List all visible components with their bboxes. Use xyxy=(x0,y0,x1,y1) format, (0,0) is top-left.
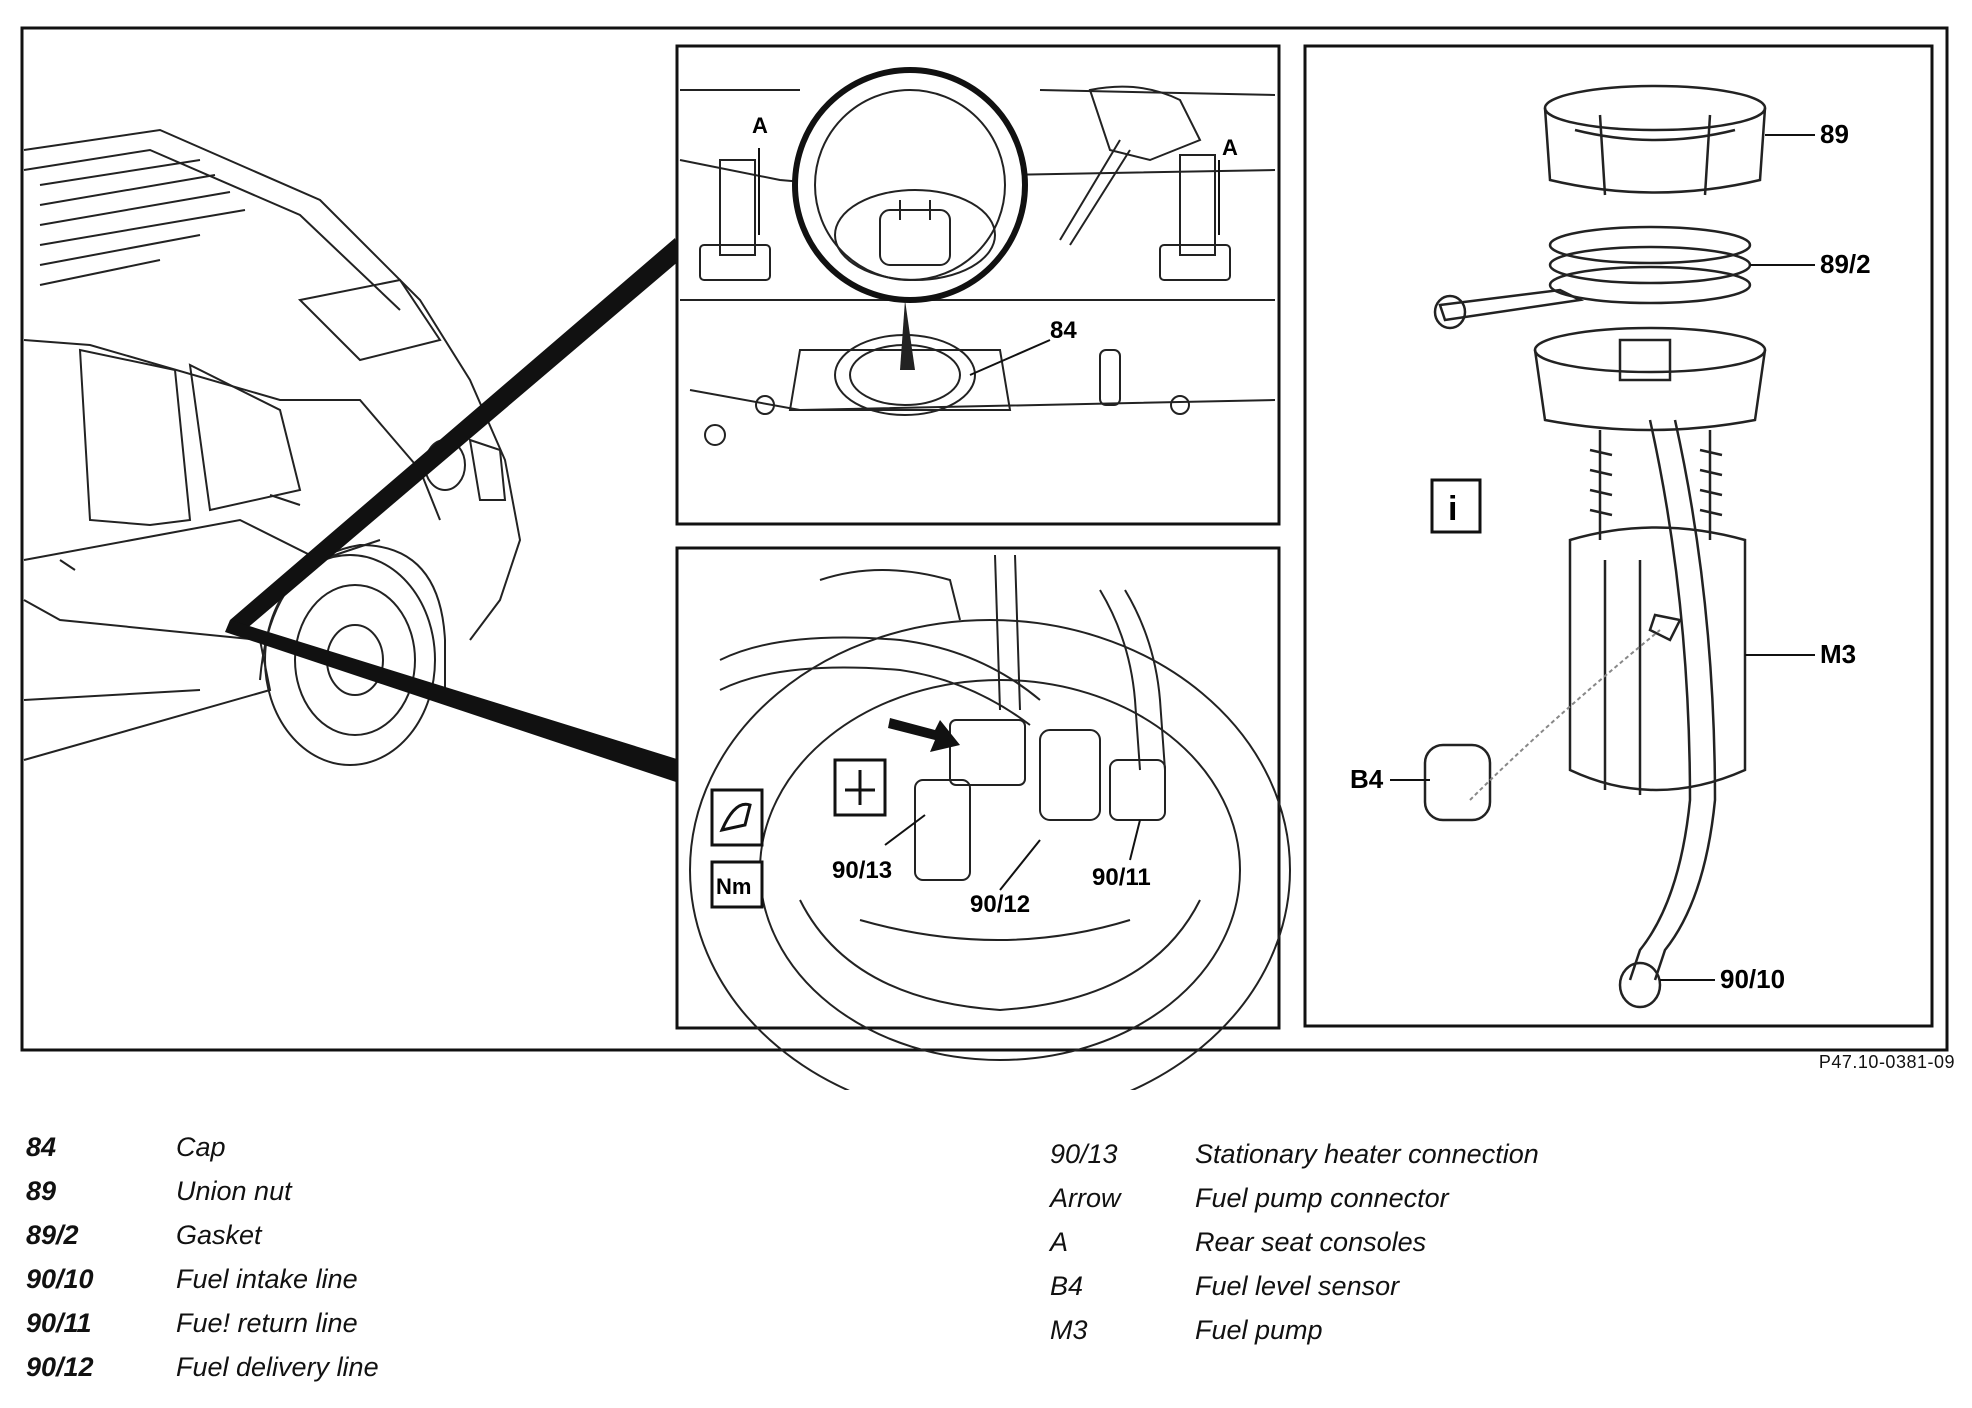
legend-row: 90/13 Stationary heater connection xyxy=(1050,1132,1750,1176)
magnifier-circle xyxy=(792,67,1028,303)
legend-code: 84 xyxy=(26,1132,57,1162)
legend-code: 90/10 xyxy=(26,1264,94,1294)
legend-code: M3 xyxy=(1050,1315,1088,1345)
callout-90-11: 90/11 xyxy=(1092,864,1151,891)
callout-a-left: A xyxy=(752,113,768,138)
callout-89: 89 xyxy=(1820,119,1849,149)
legend-label: Union nut xyxy=(176,1176,292,1206)
legend-label: Stationary heater connection xyxy=(1195,1139,1539,1169)
detail-bottom-panel: Nm 90/13 90/12 90/11 xyxy=(675,546,1291,1121)
service-diagram: A A 84 Nm xyxy=(20,26,1949,1121)
legend-row: M3 Fuel pump xyxy=(1050,1308,1750,1352)
info-icon: i xyxy=(1448,490,1457,528)
legend-row: 89 Union nut xyxy=(26,1169,626,1213)
legend-label: Fuel pump xyxy=(1195,1315,1323,1345)
arrow-indicator xyxy=(888,718,960,752)
pointer-upper xyxy=(230,238,680,630)
callout-90-10: 90/10 xyxy=(1720,964,1785,994)
legend-row: 90/11 Fue! return line xyxy=(26,1301,626,1345)
info-symbol xyxy=(1430,478,1482,534)
callout-89-2: 89/2 xyxy=(1820,249,1871,279)
legend-row: 89/2 Gasket xyxy=(26,1213,626,1257)
legend-code: A xyxy=(1050,1227,1069,1257)
callout-90-13: 90/13 xyxy=(832,857,892,884)
callout-a-right: A xyxy=(1222,135,1238,160)
legend-label: Fuel level sensor xyxy=(1195,1271,1400,1301)
tool-symbol xyxy=(710,788,764,847)
legend-left: 84 Cap 89 Union nut 89/2 Gasket 90/10 Fuel i… xyxy=(26,1125,626,1389)
callout-b4: B4 xyxy=(1350,764,1384,794)
legend-row: 90/12 Fuel delivery line xyxy=(26,1345,626,1389)
figure-code: P47.10-0381-09 xyxy=(1818,1052,1955,1072)
legend-code: B4 xyxy=(1050,1271,1084,1301)
legend-row: B4 Fuel level sensor xyxy=(1050,1264,1750,1308)
exploded-view-panel: i 89 89/2 M3 B4 90/10 xyxy=(1303,44,1934,1028)
legend-label: Fuel delivery line xyxy=(176,1352,379,1382)
legend-row: 90/10 Fuel intake line xyxy=(26,1257,626,1301)
legend-code: 90/11 xyxy=(26,1308,92,1338)
legend-row: 84 Cap xyxy=(26,1125,626,1169)
legend-code: Arrow xyxy=(1050,1183,1121,1213)
legend-row: Arrow Fuel pump connector xyxy=(1050,1176,1750,1220)
pointer-lower xyxy=(225,620,680,782)
legend-code: 90/12 xyxy=(26,1352,94,1382)
detail-top-panel: A A 84 xyxy=(675,44,1281,526)
legend-code: 89/2 xyxy=(26,1220,79,1250)
diagram-frame xyxy=(20,26,1949,1052)
legend-code: 89 xyxy=(26,1176,57,1206)
legend-label: Fuel pump connector xyxy=(1195,1183,1449,1213)
legend-label: Cap xyxy=(176,1132,226,1162)
callout-m3: M3 xyxy=(1820,639,1856,669)
legend-code: 90/13 xyxy=(1050,1139,1118,1169)
legend-label: Rear seat consoles xyxy=(1195,1227,1427,1257)
callout-90-12: 90/12 xyxy=(970,891,1030,918)
legend-label: Fuel intake line xyxy=(176,1264,358,1294)
legend-row: A Rear seat consoles xyxy=(1050,1220,1750,1264)
torque-symbol xyxy=(710,860,764,909)
legend-label: Gasket xyxy=(176,1220,262,1250)
callout-84: 84 xyxy=(1050,317,1077,344)
legend-label: Fue! return line xyxy=(176,1308,358,1338)
torque-label: Nm xyxy=(716,874,751,899)
